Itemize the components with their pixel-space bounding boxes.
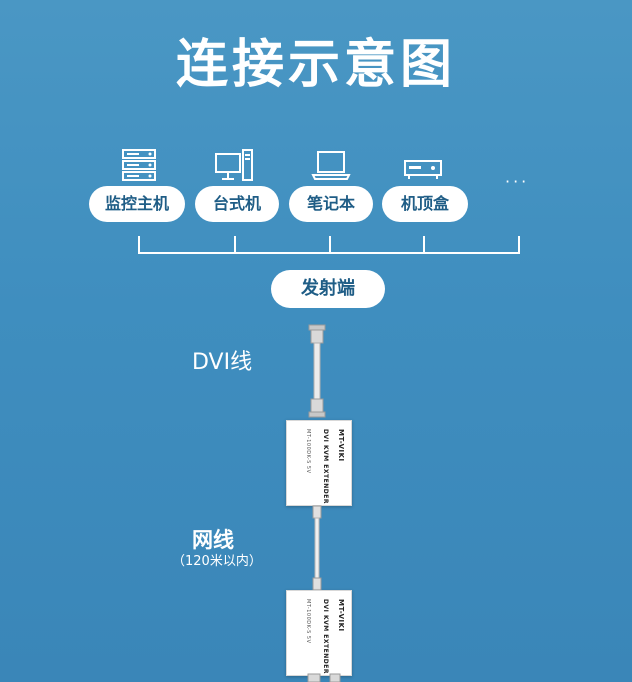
device-pill-laptop: 笔记本 [289, 186, 373, 222]
bracket-horizontal [138, 252, 520, 254]
bracket-tick [518, 236, 520, 253]
extender-spec: MT-100DK-S 5V [305, 429, 311, 474]
device-pill-desktop: 台式机 [195, 186, 279, 222]
network-cable-note: （120米以内） [172, 554, 262, 569]
network-cable [312, 505, 322, 591]
extender-brand: MT-VIKI [337, 599, 345, 632]
network-cable-label: 网线 [192, 528, 234, 552]
extender-spec: MT-100DK-S 5V [305, 599, 311, 644]
bottom-connectors [307, 673, 341, 682]
extender-receiver: MT-VIKI DVI KVM EXTENDER MT-100DK-S 5V [286, 590, 352, 676]
extender-transmitter: MT-VIKI DVI KVM EXTENDER MT-100DK-S 5V [286, 420, 352, 506]
page-title: 连接示意图 [175, 35, 456, 95]
bracket-tick [329, 236, 331, 253]
extender-model: DVI KVM EXTENDER [322, 599, 329, 674]
extender-brand: MT-VIKI [337, 429, 345, 462]
settop-box-icon [404, 160, 442, 179]
server-icon [122, 149, 156, 181]
bracket-tick [234, 236, 236, 253]
dvi-cable [308, 324, 326, 418]
bracket-tick [423, 236, 425, 253]
bracket-tick [138, 236, 140, 253]
device-pill-server: 监控主机 [89, 186, 185, 222]
device-pill-settop: 机顶盒 [382, 186, 468, 222]
transmitter-label: 发射端 [271, 270, 385, 308]
more-ellipsis: ··· [505, 172, 530, 191]
extender-model: DVI KVM EXTENDER [322, 429, 329, 504]
laptop-icon [311, 151, 351, 180]
dvi-cable-label: DVI线 [192, 350, 253, 375]
desktop-icon [215, 149, 253, 181]
